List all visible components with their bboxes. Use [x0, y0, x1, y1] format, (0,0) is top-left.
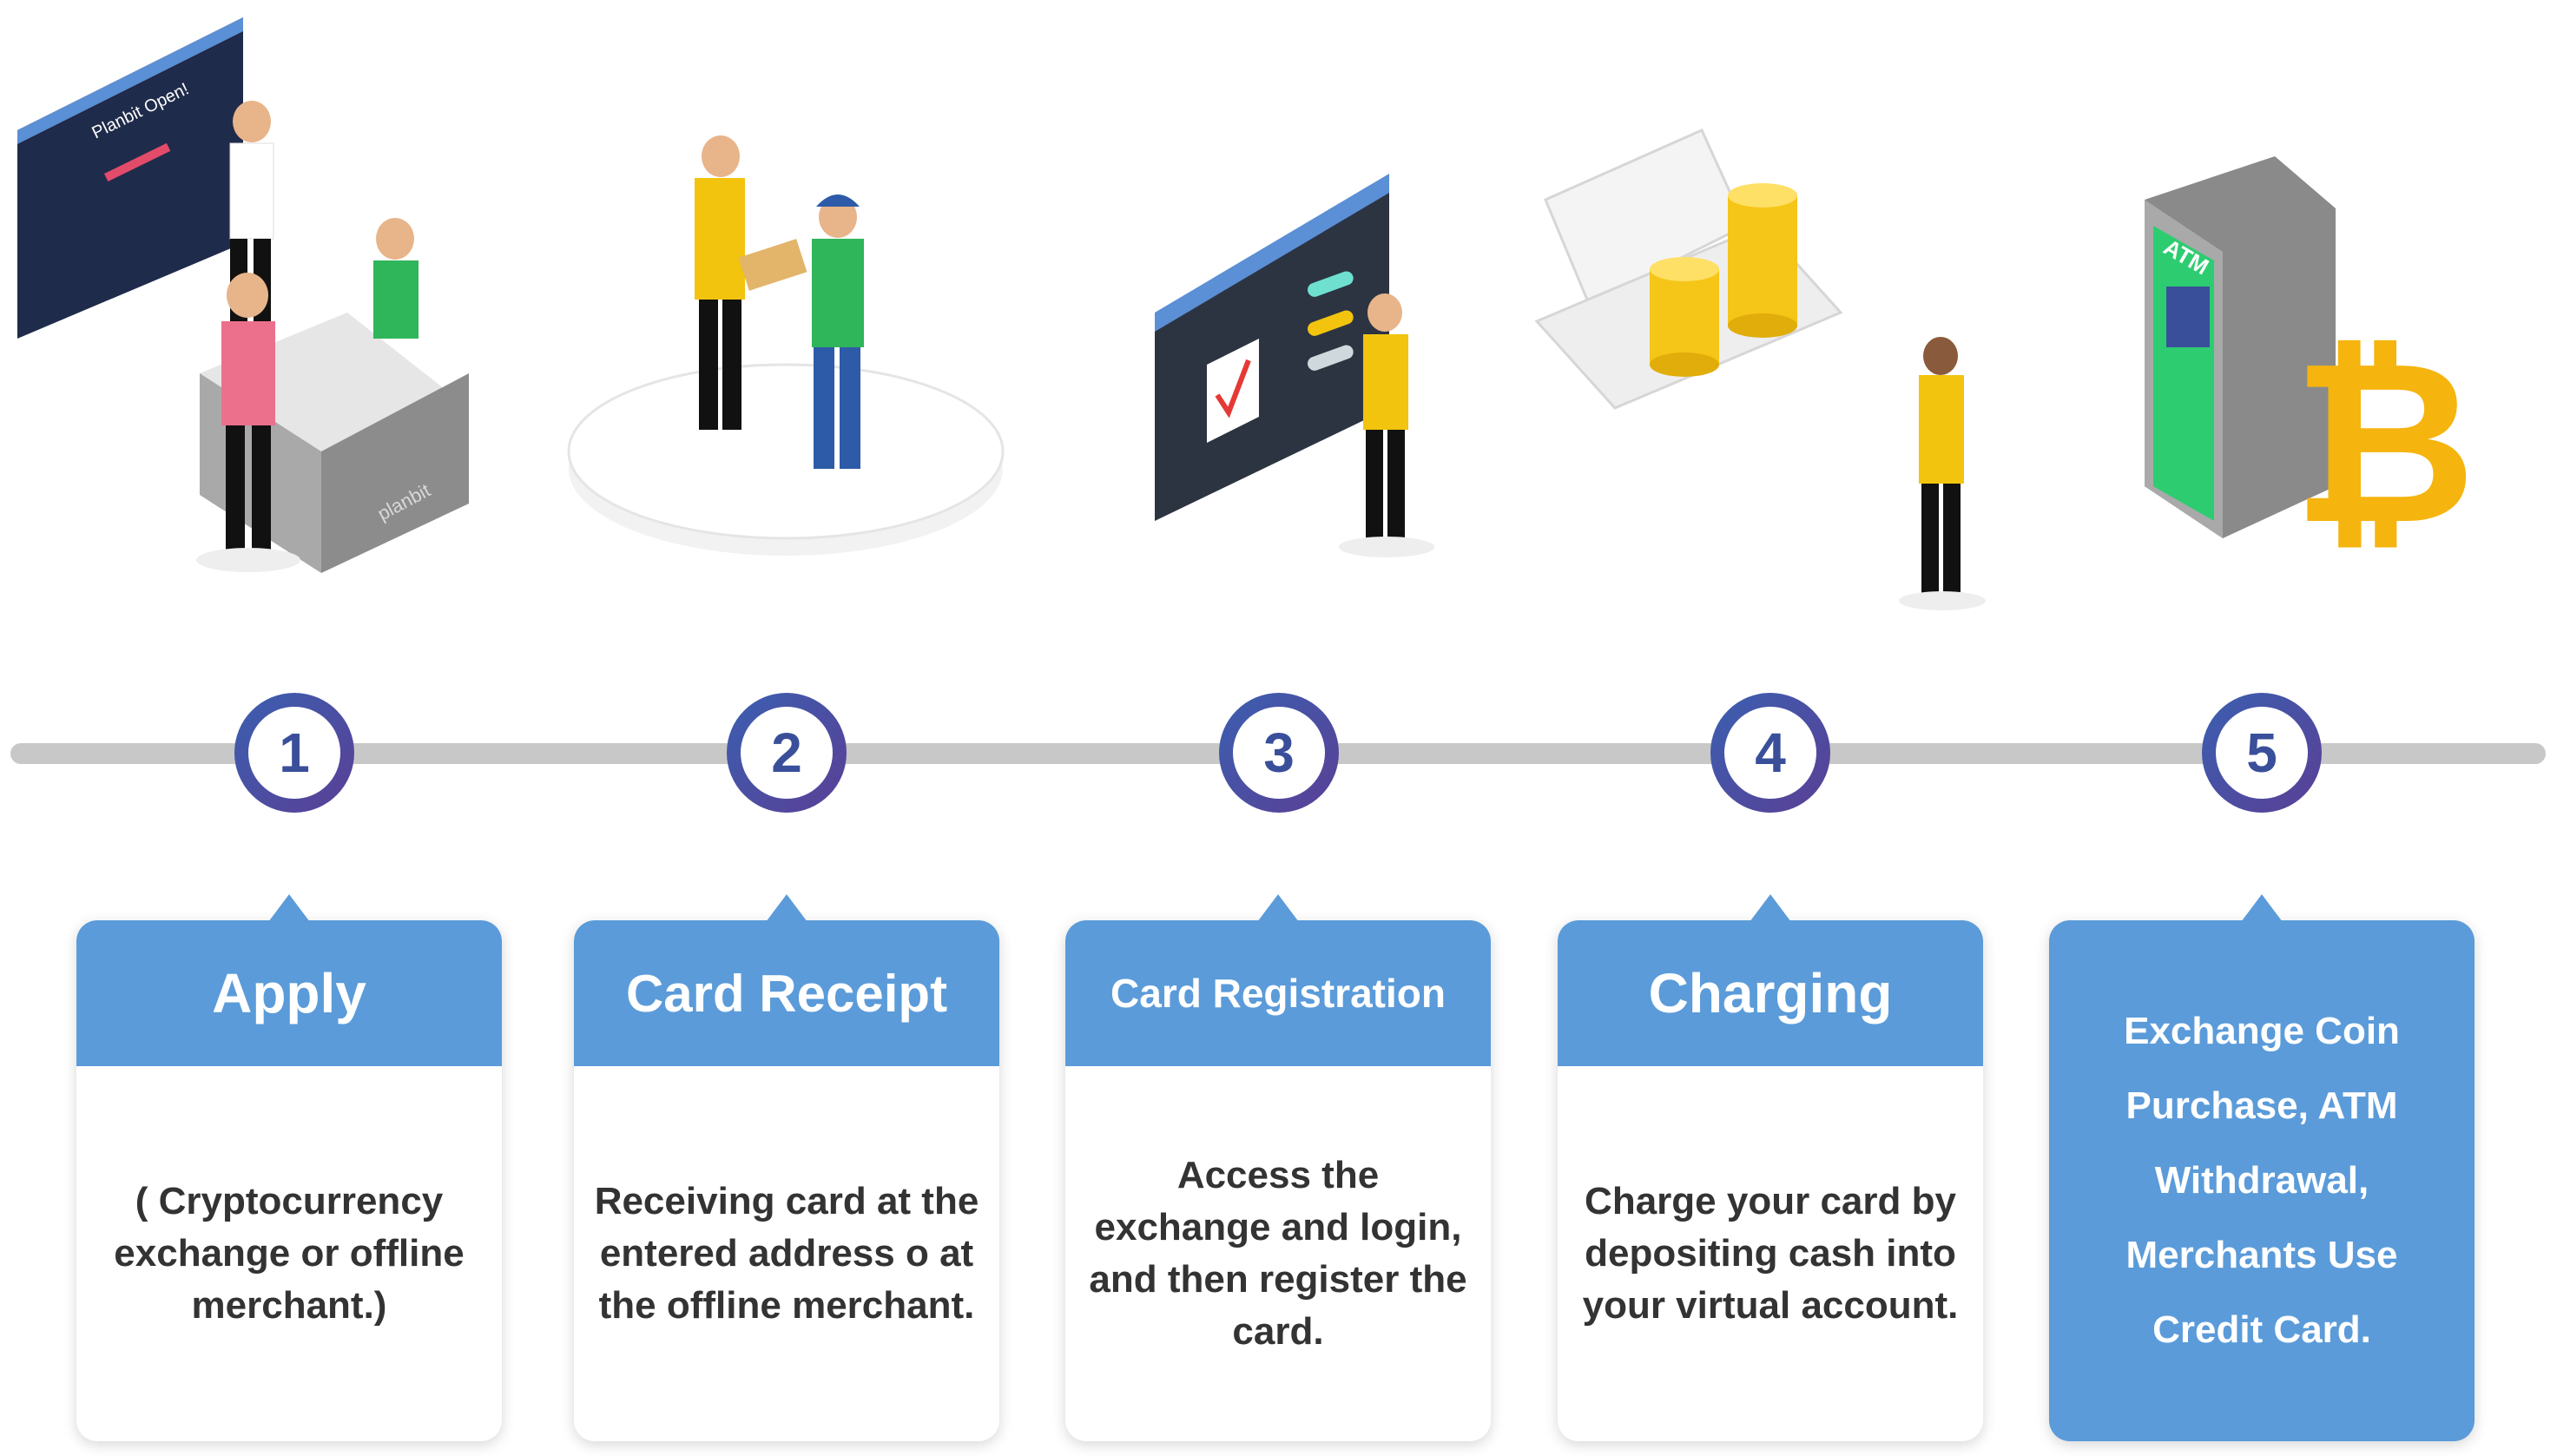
checkmark-icon [1215, 359, 1251, 418]
card-registration-illustration [1155, 174, 1434, 557]
step-1-description: ( Cryptocurrency exchange or offline mer… [114, 1180, 465, 1327]
step-2-description: Receiving card at the entered address o … [594, 1180, 979, 1327]
step-4-description: Charge your card by depositing cash into… [1582, 1180, 1959, 1327]
step-5-card: Exchange Coin Purchase, ATM Withdrawal, … [2049, 894, 2475, 1441]
monitor-screen [17, 17, 243, 339]
step-5-number: 5 [2216, 707, 2308, 799]
step-4-title: Charging [1558, 920, 1983, 1066]
step-2-title: Card Receipt [574, 920, 999, 1066]
envelope [738, 239, 807, 291]
apply-illustration: Planbit Open! planbit [17, 17, 469, 573]
illustration-strip: Planbit Open! planbit [17, 17, 2476, 610]
step-4-number: 4 [1724, 707, 1816, 799]
step-4-marker: 4 [1710, 693, 1830, 813]
step-3-card: Card Registration Access the exchange an… [1065, 894, 1491, 1441]
step-5-marker: 5 [2202, 693, 2322, 813]
step-3-number: 3 [1233, 707, 1325, 799]
step-3-description: Access the exchange and login, and then … [1089, 1154, 1467, 1353]
step-3-marker: 3 [1219, 693, 1339, 813]
step-1-marker: 1 [234, 693, 354, 813]
atm-illustration: ATM ₿ [2145, 156, 2476, 575]
step-4-card: Charging Charge your card by depositing … [1558, 894, 1983, 1441]
card-receipt-illustration [567, 135, 1005, 556]
monitor-frame-bar [17, 17, 243, 144]
bitcoin-icon: ₿ [2292, 313, 2476, 575]
step-2-marker: 2 [727, 693, 847, 813]
step-3-title: Card Registration [1065, 920, 1491, 1066]
step-2-card: Card Receipt Receiving card at the enter… [574, 894, 999, 1441]
step-1-title: Apply [76, 920, 502, 1066]
charging-illustration [1534, 128, 1986, 610]
coin-stack-right [1728, 183, 1797, 338]
step-1-number: 1 [248, 707, 340, 799]
registration-board [1155, 191, 1389, 521]
step-5-description: Exchange Coin Purchase, ATM Withdrawal, … [2124, 1010, 2400, 1351]
step-2-number: 2 [741, 707, 833, 799]
step-1-card: Apply ( Cryptocurrency exchange or offli… [76, 894, 502, 1441]
coin-stack-left [1650, 257, 1719, 377]
